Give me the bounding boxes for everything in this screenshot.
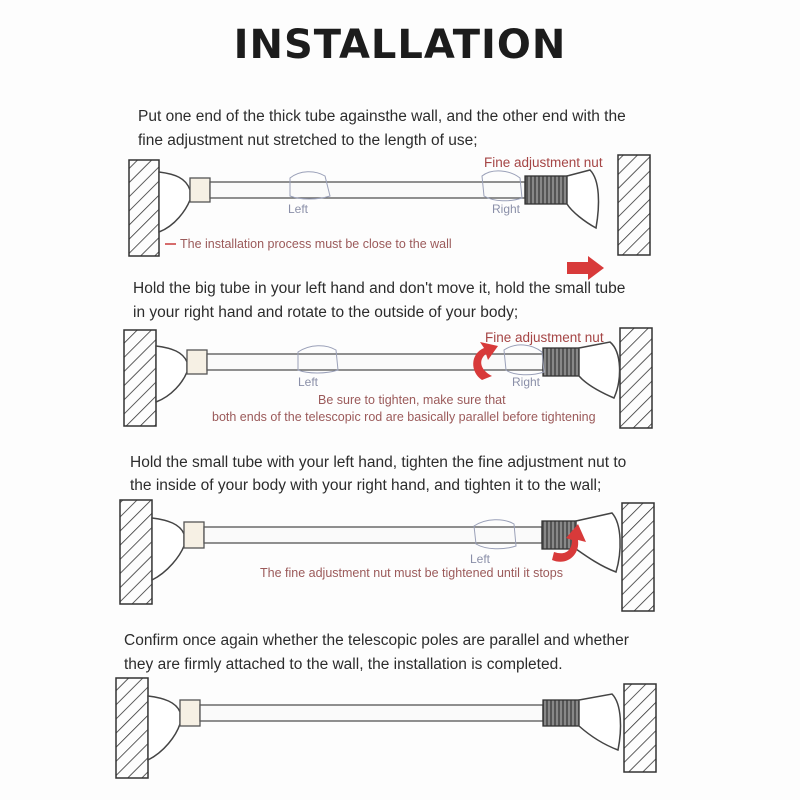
right-wall-icon — [623, 683, 657, 773]
step-3-line-1: Hold the small tube with your left hand,… — [130, 454, 627, 471]
step-1-note: The installation process must be close t… — [180, 237, 452, 251]
step-2-note-line-2: both ends of the telescopic rod are basi… — [212, 410, 596, 424]
right-wall-icon — [619, 327, 653, 429]
right-end-cup — [566, 169, 600, 230]
right-hand-icon — [481, 170, 523, 202]
left-wall-icon — [115, 677, 149, 779]
step-4-line-1: Confirm once again whether the telescopi… — [124, 632, 629, 649]
step-4-line-2: they are firmly attached to the wall, th… — [124, 656, 563, 673]
step-2-line-2: in your right hand and rotate to the out… — [133, 304, 519, 321]
left-wall-icon — [119, 499, 153, 605]
telescopic-tube — [199, 704, 544, 722]
left-hand-icon — [297, 345, 339, 374]
step-1-right-hand-label: Right — [492, 202, 521, 216]
step-1-line-2: fine adjustment nut stretched to the len… — [138, 132, 478, 149]
left-hand-icon — [473, 519, 517, 550]
step-1-left-hand-label: Left — [288, 202, 309, 216]
right-hand-icon — [503, 344, 545, 376]
step-2-right-hand-label: Right — [512, 375, 541, 389]
step-1-nut-label: Fine adjustment nut — [484, 155, 603, 170]
left-wall-icon — [123, 329, 157, 427]
step-2-nut-label: Fine adjustment nut — [485, 330, 604, 345]
fine-adjustment-nut-icon — [524, 175, 568, 205]
arrow-right-icon — [567, 256, 604, 280]
right-end-cup — [575, 512, 621, 573]
step-3-left-hand-label: Left — [470, 552, 491, 566]
step-2-left-hand-label: Left — [298, 375, 319, 389]
step-3-line-2: the inside of your body with your right … — [130, 477, 602, 494]
step-2-line-1: Hold the big tube in your left hand and … — [133, 280, 626, 297]
left-hand-icon — [289, 171, 331, 200]
right-wall-icon — [621, 502, 655, 612]
thick-tube-collar — [179, 699, 201, 727]
right-end-cup — [578, 693, 622, 752]
rotate-outward-icon — [473, 342, 498, 380]
page-title: INSTALLATION — [233, 22, 567, 68]
right-wall-icon — [617, 154, 651, 256]
step-3-note: The fine adjustment nut must be tightene… — [260, 566, 563, 580]
fine-adjustment-nut-icon — [542, 699, 580, 727]
step-1-line-1: Put one end of the thick tube againsthe … — [138, 108, 626, 125]
left-end-cup — [147, 695, 181, 762]
rotate-inward-icon — [552, 524, 586, 562]
right-end-cup — [578, 341, 621, 399]
step-2-note-line-1: Be sure to tighten, make sure that — [318, 393, 506, 407]
